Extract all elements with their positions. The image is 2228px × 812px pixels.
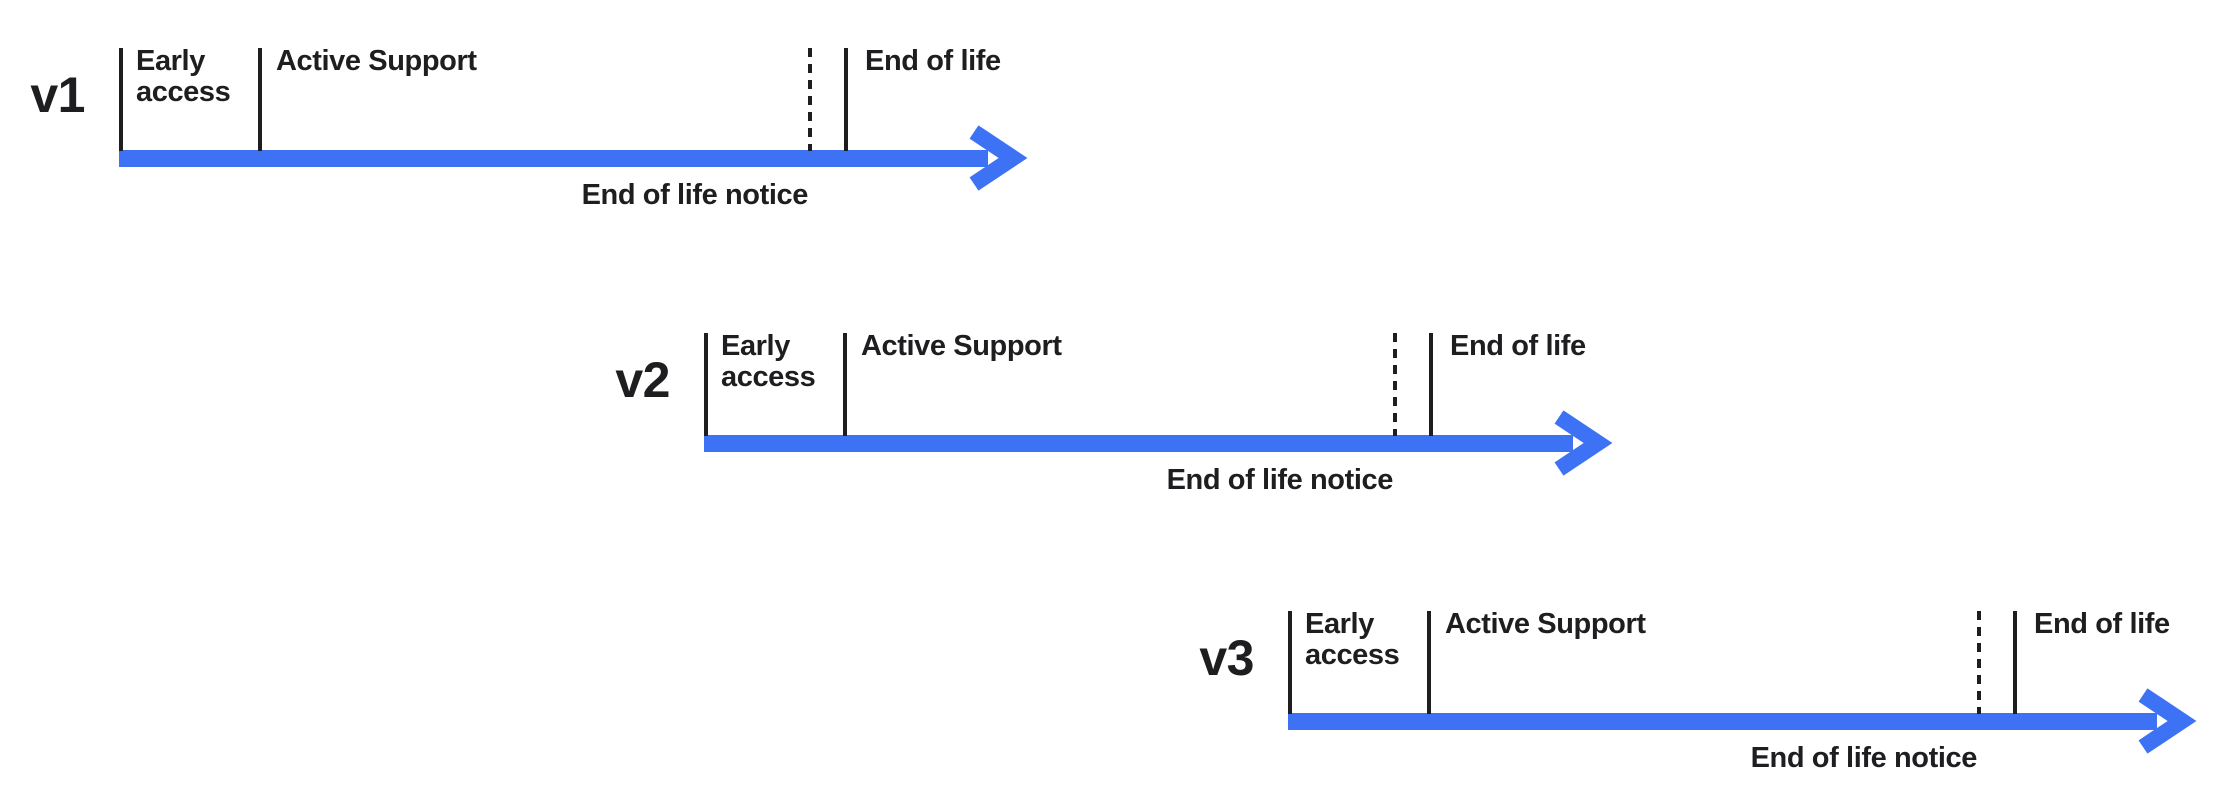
timeline-row-v1: v1 Early access Active Support End of li… bbox=[30, 45, 1069, 223]
version-label: v2 bbox=[615, 352, 670, 408]
timeline-arrow bbox=[119, 125, 1028, 191]
stage-label-early-access: Early access bbox=[721, 330, 816, 393]
stage-label-early-access: Early access bbox=[136, 45, 231, 108]
timeline-row-v3: v3 Early access Active Support End of li… bbox=[1199, 608, 2228, 786]
end-of-life-tick bbox=[1429, 333, 1433, 436]
timeline-bar bbox=[1288, 713, 2157, 730]
stage-label-active-support: Active Support bbox=[1445, 608, 1646, 640]
timeline-arrow bbox=[1288, 688, 2197, 754]
stage-label-early-access: Early access bbox=[1305, 608, 1400, 671]
active-support-start-tick bbox=[843, 333, 847, 436]
end-of-life-notice-label: End of life notice bbox=[1750, 742, 1978, 774]
arrowhead-icon bbox=[1554, 410, 1613, 476]
end-of-life-tick bbox=[844, 48, 848, 151]
active-support-start-tick bbox=[1427, 611, 1431, 714]
early-access-start-tick bbox=[704, 333, 708, 436]
active-support-start-tick bbox=[258, 48, 262, 151]
stage-label-end-of-life: End of life bbox=[1450, 330, 1586, 362]
early-access-start-tick bbox=[1288, 611, 1292, 714]
end-of-life-notice-tick bbox=[808, 48, 812, 151]
stage-label-active-support: Active Support bbox=[276, 45, 477, 77]
timeline-bar bbox=[704, 435, 1573, 452]
end-of-life-notice-label: End of life notice bbox=[1166, 464, 1394, 496]
arrowhead-icon bbox=[969, 125, 1028, 191]
early-access-start-tick bbox=[119, 48, 123, 151]
stage-label-end-of-life: End of life bbox=[2034, 608, 2170, 640]
end-of-life-tick bbox=[2013, 611, 2017, 714]
end-of-life-notice-tick bbox=[1977, 611, 1981, 714]
arrowhead-icon bbox=[2138, 688, 2197, 754]
version-label: v1 bbox=[30, 67, 85, 123]
timeline-arrow bbox=[704, 410, 1613, 476]
version-label: v3 bbox=[1199, 630, 1254, 686]
timeline-row-v2: v2 Early access Active Support End of li… bbox=[615, 330, 1654, 508]
end-of-life-notice-tick bbox=[1393, 333, 1397, 436]
stage-label-end-of-life: End of life bbox=[865, 45, 1001, 77]
stage-label-active-support: Active Support bbox=[861, 330, 1062, 362]
timeline-bar bbox=[119, 150, 988, 167]
end-of-life-notice-label: End of life notice bbox=[581, 179, 809, 211]
